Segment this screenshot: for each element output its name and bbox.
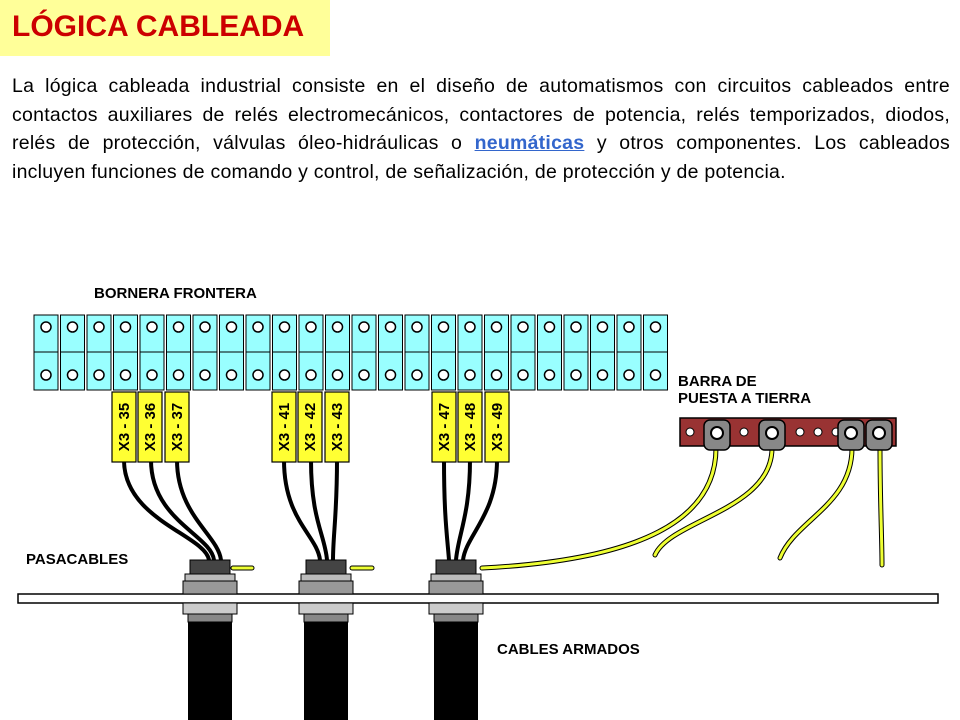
- wire-tag: X3 - 41: [271, 391, 297, 463]
- terminal: [378, 314, 403, 391]
- wire-tag: X3 - 49: [484, 391, 510, 463]
- terminal: [457, 314, 483, 391]
- terminal: [139, 314, 165, 391]
- terminal: [113, 314, 138, 391]
- wire-x3-49: [461, 458, 499, 562]
- terminal: [272, 314, 297, 391]
- terminal: [510, 314, 536, 391]
- wire-x3-36: [149, 458, 216, 562]
- pasacables-label: PASACABLES: [26, 551, 128, 568]
- wire-tag-label: X3 - 41: [276, 403, 293, 451]
- wire-tag-label: X3 - 37: [169, 403, 186, 451]
- terminal: [298, 314, 324, 391]
- wire-tag-label: X3 - 48: [462, 403, 479, 451]
- terminal-block: [33, 314, 668, 391]
- wire-tag-label: X3 - 43: [329, 403, 346, 451]
- terminal: [166, 314, 191, 391]
- panel-plate: [17, 593, 939, 604]
- wire-x3-37: [175, 458, 223, 562]
- ground-bar: [679, 417, 897, 451]
- ground-lugs: [703, 419, 893, 451]
- terminal: [60, 314, 85, 391]
- wire-tag: X3 - 42: [297, 391, 323, 463]
- terminal: [484, 314, 509, 391]
- terminal: [245, 314, 271, 391]
- terminal: [616, 314, 642, 391]
- wire-x3-43: [331, 458, 339, 562]
- wire-x3-42: [309, 458, 329, 562]
- terminal: [351, 314, 377, 391]
- cable-gland: [182, 559, 238, 720]
- cable-gland: [298, 559, 354, 720]
- page-title: LÓGICA CABLEADA: [0, 0, 330, 56]
- cable-glands: [182, 559, 484, 720]
- signal-wires: [122, 458, 499, 562]
- terminal: [33, 314, 59, 391]
- wire-x3-35: [122, 458, 211, 562]
- terminal: [537, 314, 562, 391]
- intro-paragraph: La lógica cableada industrial consiste e…: [12, 72, 950, 186]
- neumaticas-link[interactable]: neumáticas: [474, 132, 585, 155]
- wire-tag: X3 - 48: [457, 391, 483, 463]
- cable-gland: [428, 559, 484, 720]
- wire-tag-label: X3 - 42: [302, 403, 319, 451]
- paragraph-text-before: La lógica cableada industrial consiste e…: [12, 75, 950, 155]
- barra-label-line1: BARRA DE: [678, 373, 757, 390]
- terminal: [192, 314, 218, 391]
- terminal: [404, 314, 430, 391]
- ground-wires: [230, 445, 885, 571]
- terminal: [563, 314, 589, 391]
- wire-tag: X3 - 36: [137, 391, 163, 463]
- bornera-frontera-label: BORNERA FRONTERA: [94, 285, 257, 302]
- wire-tag: X3 - 35: [111, 391, 137, 463]
- terminal: [86, 314, 112, 391]
- terminal: [431, 314, 456, 391]
- paragraph-text-after: y otros componentes. Los cableados inclu…: [12, 132, 950, 183]
- wire-tag-label: X3 - 49: [489, 403, 506, 451]
- wire-tag: X3 - 37: [164, 391, 190, 463]
- terminal: [325, 314, 350, 391]
- wire-tag: X3 - 47: [431, 391, 457, 463]
- wire-tag: X3 - 43: [324, 391, 350, 463]
- wire-tags: X3 - 35 X3 - 36 X3 - 37 X3 - 41 X3 - 42 X3 - …: [111, 391, 510, 463]
- wire-x3-48: [454, 458, 472, 562]
- wire-tag-label: X3 - 36: [142, 403, 159, 451]
- wire-x3-41: [282, 458, 322, 562]
- terminal: [643, 314, 668, 391]
- terminal: [590, 314, 615, 391]
- terminal: [219, 314, 244, 391]
- wiring-diagram: BORNERA FRONTERA BARRA DE PUESTA A TIERR…: [17, 285, 939, 720]
- barra-label-line2: PUESTA A TIERRA: [678, 390, 811, 407]
- wire-x3-47: [442, 458, 451, 562]
- wire-tag-label: X3 - 35: [116, 403, 133, 451]
- cables-armados-label: CABLES ARMADOS: [497, 641, 640, 658]
- wire-tag-label: X3 - 47: [436, 403, 453, 451]
